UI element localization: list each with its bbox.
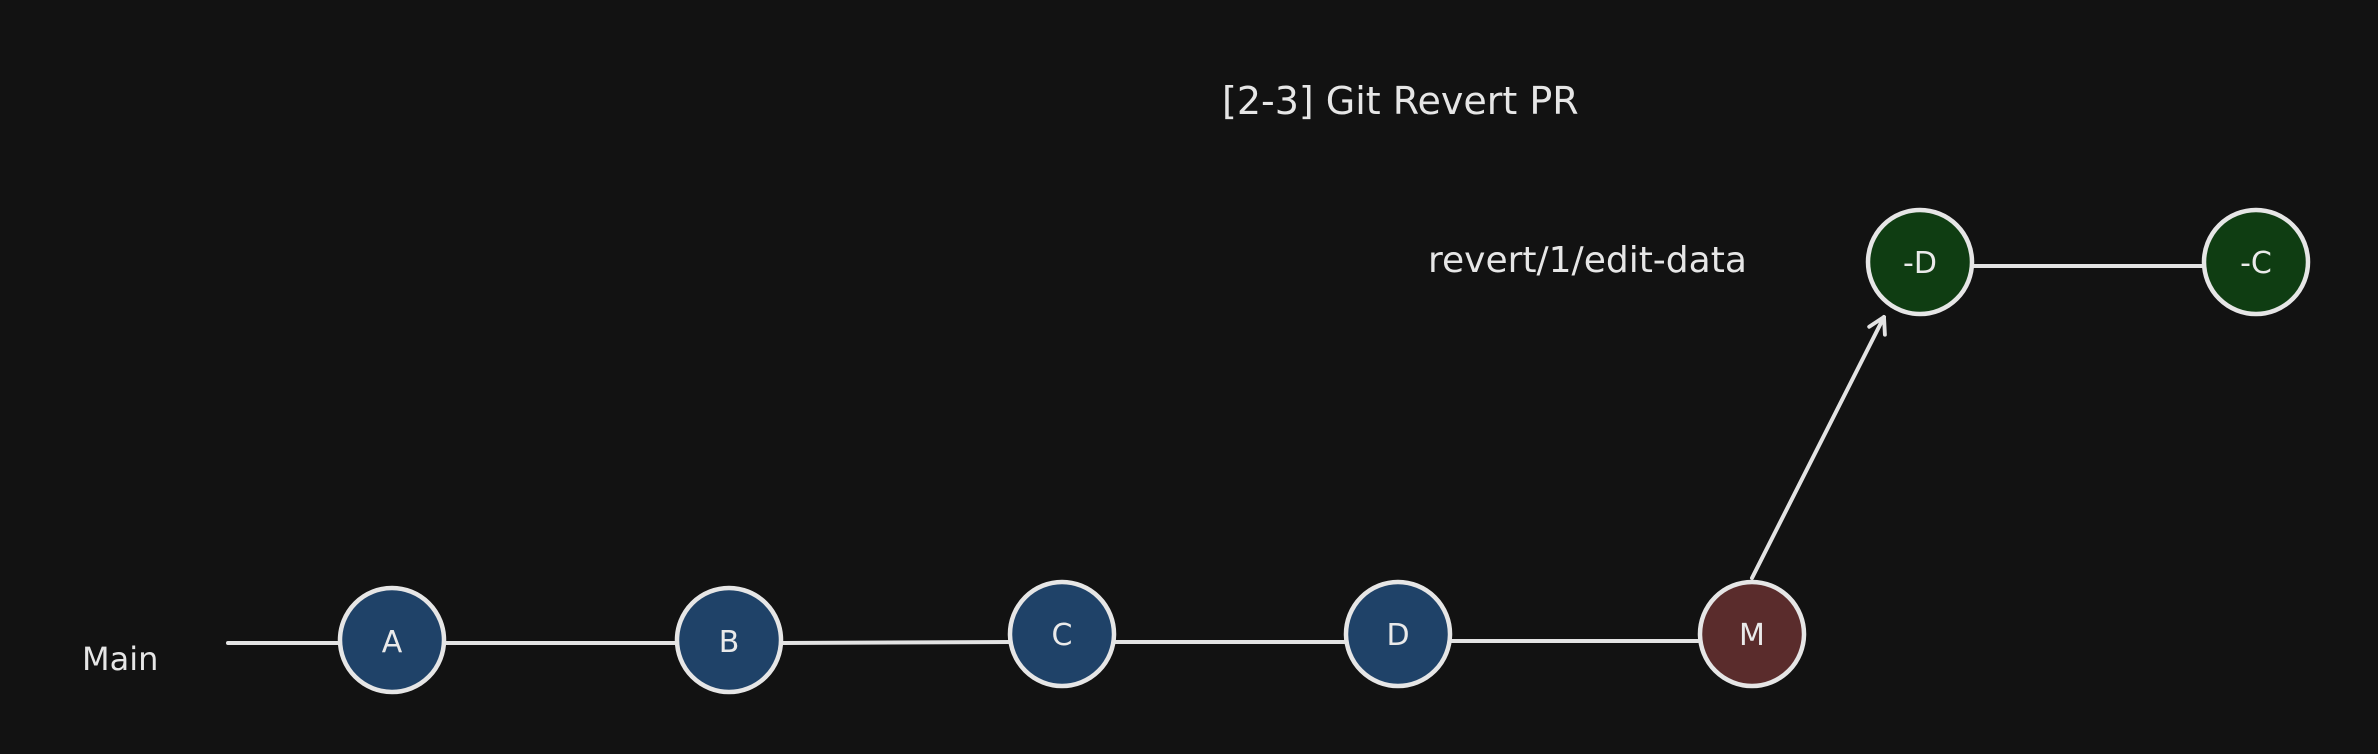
edge-m-revert-d-arrow	[1750, 315, 1887, 580]
revert-label-c: -C	[2240, 246, 2272, 281]
commit-node-d: D	[1343, 579, 1453, 689]
branch-label-revert: revert/1/edit-data	[1428, 240, 1747, 281]
commit-circle-d	[1343, 579, 1453, 689]
commit-node-a: A	[337, 585, 447, 695]
commit-circle-c	[1007, 579, 1117, 689]
commit-circle-a	[337, 585, 447, 695]
commit-label-a: A	[382, 625, 403, 660]
commit-node-b: B	[674, 585, 784, 695]
revert-node-c: -C	[2201, 207, 2311, 317]
commit-label-b: B	[719, 625, 740, 660]
edge-b-c	[781, 640, 1014, 645]
commit-circle-b	[674, 585, 784, 695]
revert-label-d: -D	[1903, 246, 1937, 281]
commit-label-c: C	[1052, 618, 1073, 653]
merge-node-m: M	[1697, 579, 1807, 689]
merge-circle-m	[1697, 579, 1807, 689]
commit-node-c: C	[1007, 579, 1117, 689]
branch-label-main: Main	[82, 640, 158, 678]
revert-node-d: -D	[1865, 207, 1975, 317]
edges-group	[226, 264, 2204, 645]
merge-label-m: M	[1739, 618, 1765, 653]
diagram-title: [2-3] Git Revert PR	[1222, 79, 1579, 123]
revert-circle-d	[1865, 207, 1975, 317]
revert-circle-c	[2201, 207, 2311, 317]
commit-label-d: D	[1386, 618, 1409, 653]
